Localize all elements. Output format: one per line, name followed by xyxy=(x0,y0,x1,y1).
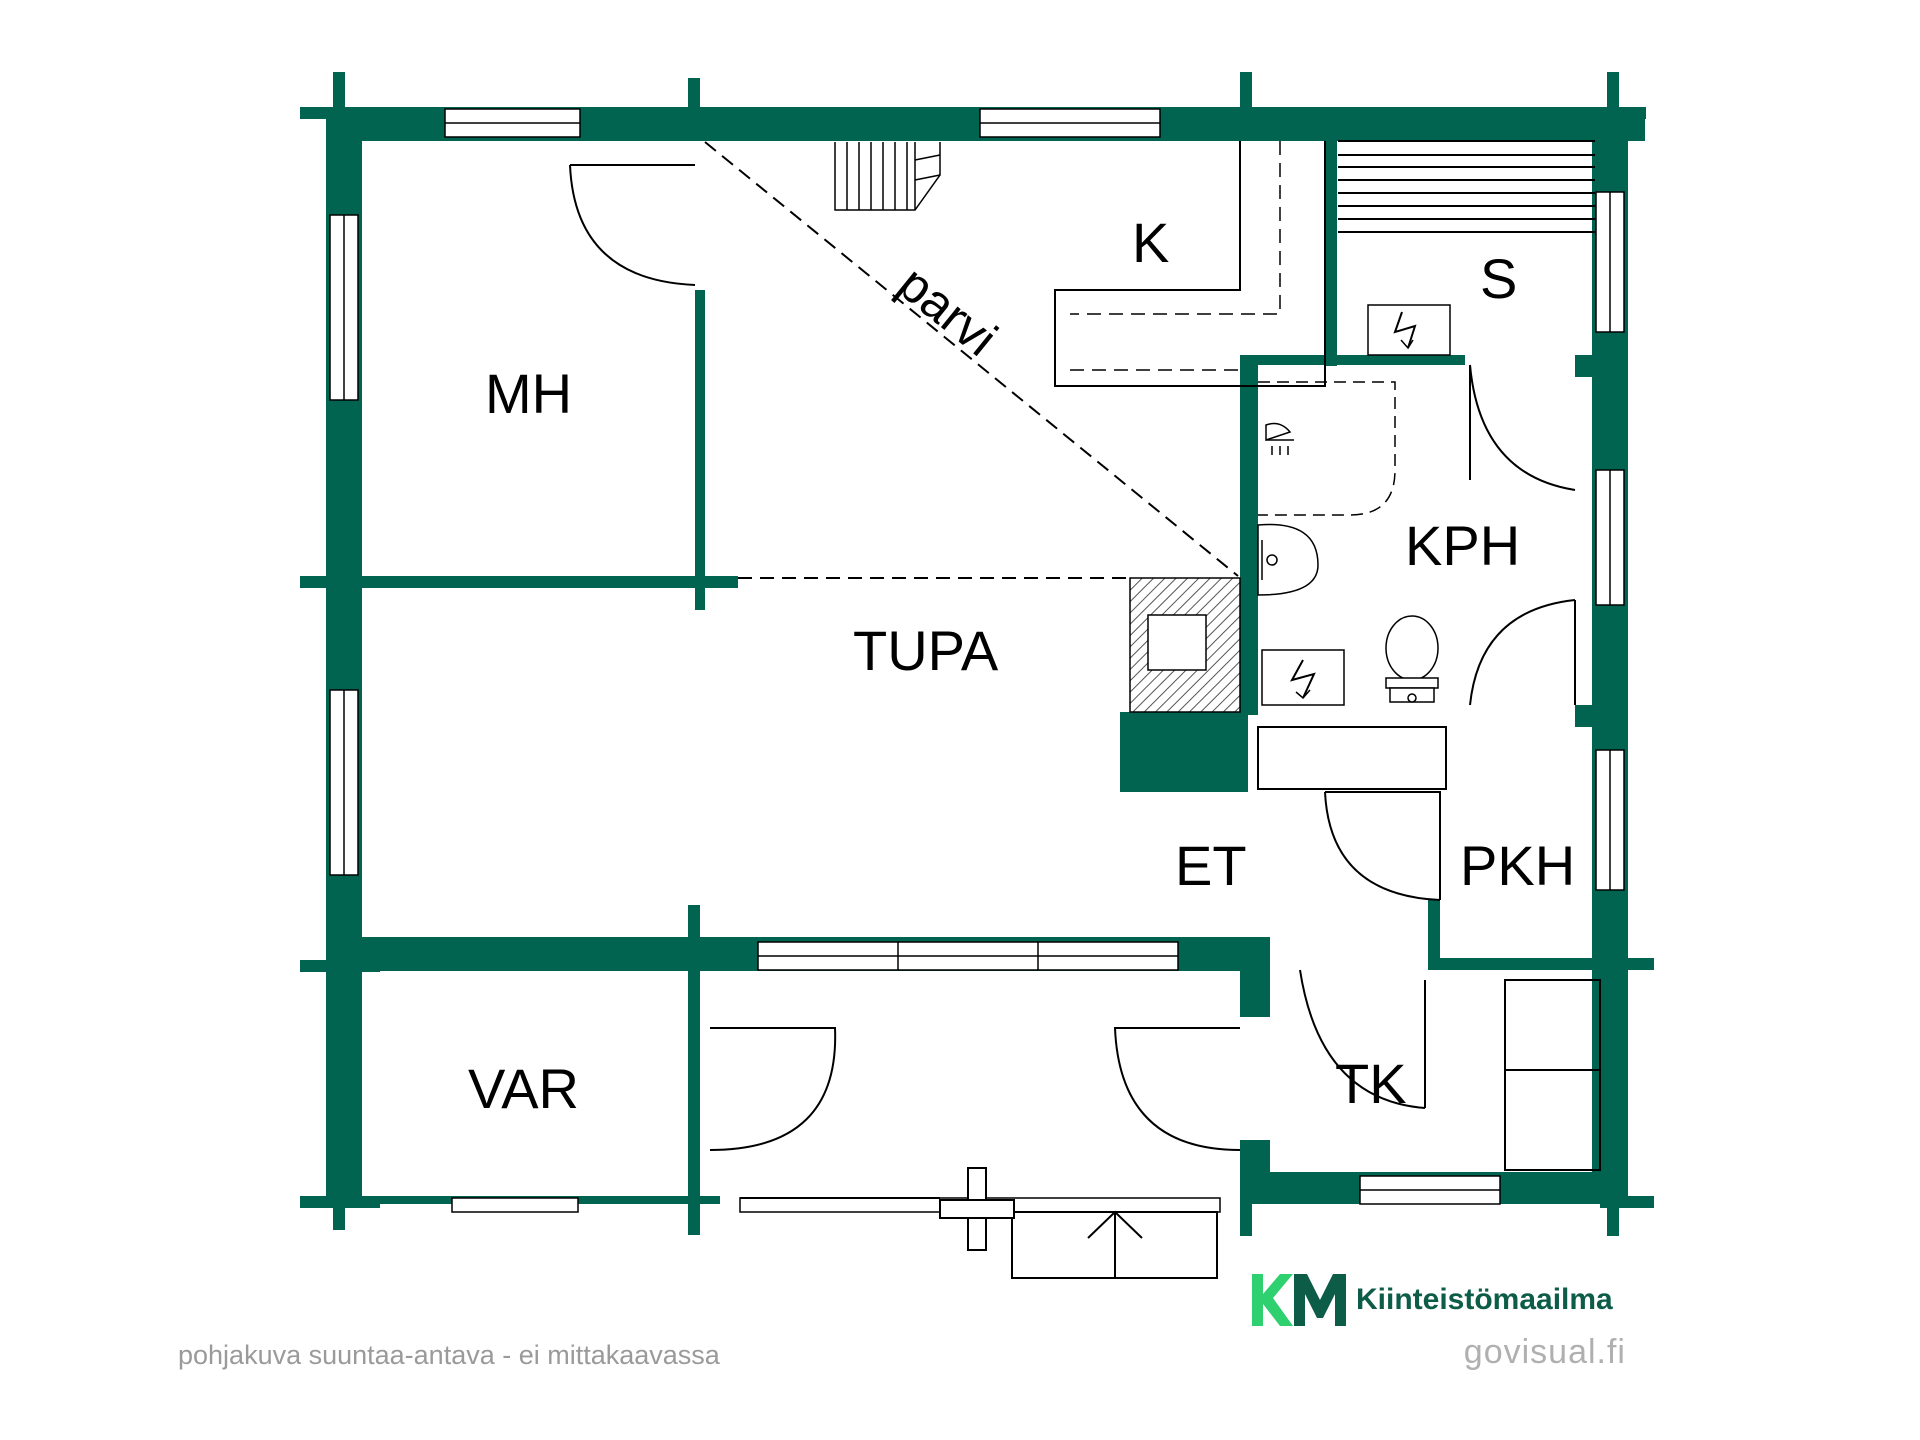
electric-heater-icon xyxy=(1261,649,1345,706)
room-label-s: S xyxy=(1480,247,1517,310)
room-label-tk: TK xyxy=(1335,1052,1407,1115)
loft-outline xyxy=(704,141,1239,579)
loft-label: parvi xyxy=(888,255,1007,367)
room-label-pkh: PKH xyxy=(1460,834,1575,897)
room-label-kph: KPH xyxy=(1405,514,1520,577)
interior-lines xyxy=(569,140,1601,1279)
stairs-icon xyxy=(834,142,941,211)
brand-name: Kiinteistömaailma xyxy=(1356,1283,1613,1316)
brand-logo: Kiinteistömaailma xyxy=(1252,1274,1613,1326)
room-label-k: K xyxy=(1132,211,1169,274)
shower-icon xyxy=(1265,422,1294,455)
disclaimer-text: pohjakuva suuntaa-antava - ei mittakaava… xyxy=(178,1340,720,1370)
room-label-var: VAR xyxy=(468,1057,579,1120)
washbasin-icon xyxy=(1257,523,1319,596)
windows xyxy=(329,108,1625,1213)
fireplace-icon xyxy=(1129,577,1241,713)
room-label-mh: MH xyxy=(485,362,572,425)
km-logo-icon xyxy=(1252,1274,1346,1326)
room-label-et: ET xyxy=(1175,834,1247,897)
credit-text: govisual.fi xyxy=(1463,1333,1626,1371)
toilet-icon xyxy=(1385,615,1439,703)
log-ends xyxy=(300,72,1654,1236)
room-label-tupa: TUPA xyxy=(853,619,999,682)
electric-heater-icon xyxy=(1367,304,1451,356)
